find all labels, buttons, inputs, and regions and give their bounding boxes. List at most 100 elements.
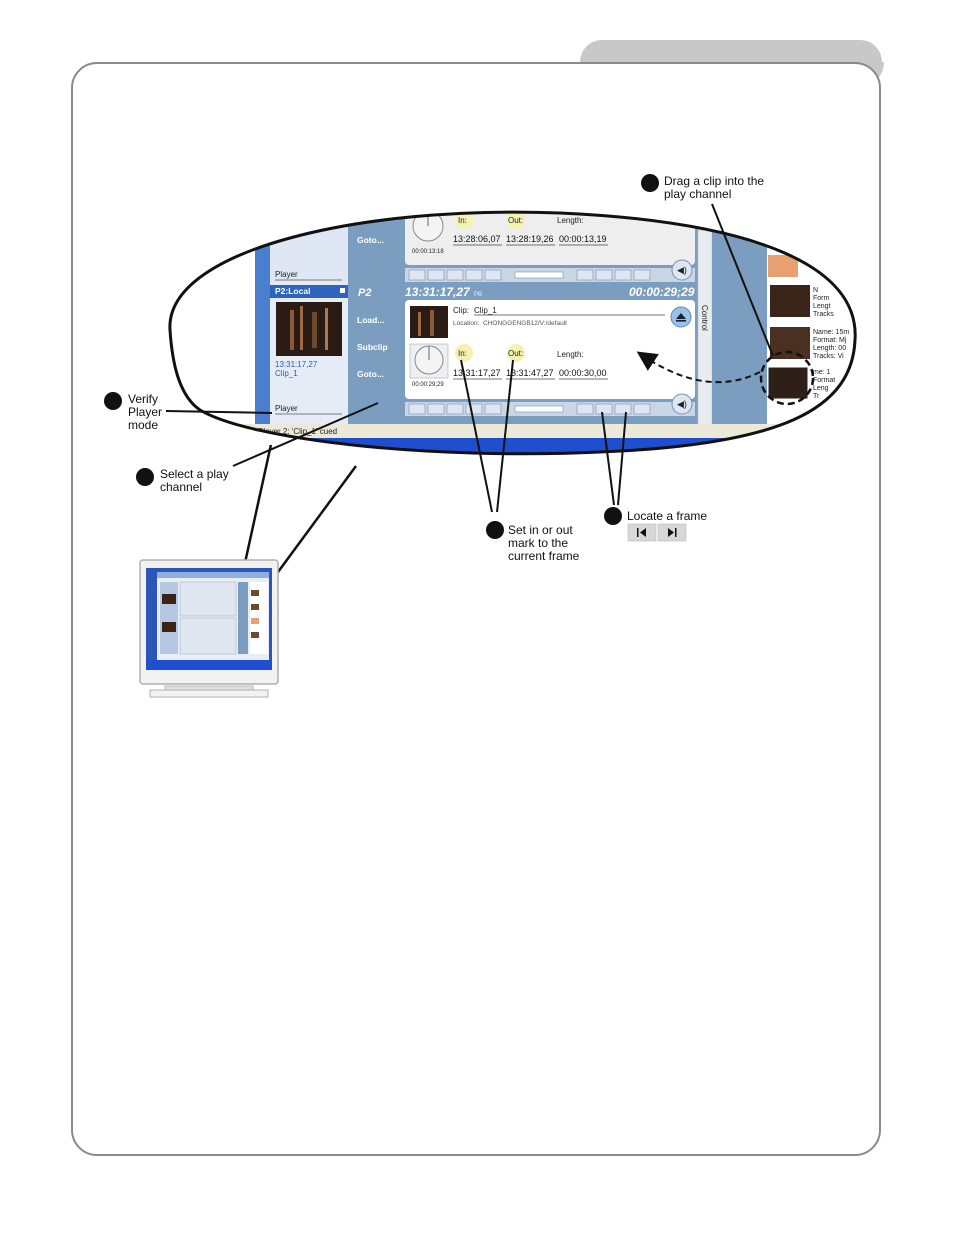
svg-text:N: N [813, 287, 818, 294]
bottom-out-button[interactable] [507, 344, 525, 362]
clip-field[interactable]: Clip_1 [474, 306, 497, 315]
top-in-button[interactable] [455, 211, 473, 229]
status-bar-text: Player 2: 'Clip_1' cued [258, 427, 337, 436]
drag-source-highlight [759, 350, 815, 406]
load-button[interactable]: Load... [357, 315, 384, 325]
top-record-icon[interactable] [484, 269, 502, 281]
bottom-channel-name: P2 [358, 287, 371, 299]
top-step-forward-icon[interactable] [614, 269, 632, 281]
bottom-scrub-slider[interactable] [514, 405, 564, 413]
monitor-illustration [139, 559, 279, 698]
bottom-record-icon[interactable] [484, 403, 502, 415]
bottom-play-icon[interactable] [465, 403, 483, 415]
step-bullet [136, 468, 154, 486]
sidebar-player-label-top[interactable]: Player [275, 270, 298, 279]
in-leader-line [460, 359, 493, 513]
sidebar-channel-maximize-icon[interactable] [340, 288, 345, 293]
step-back-leader-line [601, 411, 615, 506]
out-leader-line [496, 359, 514, 513]
bottom-in-button[interactable] [455, 344, 473, 362]
step-forward-leader-line [617, 411, 627, 506]
top-transport-bar [405, 268, 695, 282]
bin-item[interactable]: me: 1 Format Leng Tr [767, 366, 835, 400]
sidebar-clip-thumbnail[interactable] [276, 302, 342, 356]
locate-frame-callout: Locate a frame [627, 509, 708, 523]
top-rewind-icon[interactable] [408, 269, 426, 281]
bottom-in-timecode[interactable]: 13:31:17,27 [453, 368, 501, 378]
bottom-step-forward-icon[interactable] [614, 403, 632, 415]
bottom-goto-button[interactable]: Goto... [357, 369, 384, 379]
bin-item[interactable]: Name: 15m Format: Mj Length: 00 Tracks: … [770, 327, 849, 360]
bin-item[interactable]: N Form Lengt Tracks [770, 285, 834, 318]
step-bullet [104, 392, 122, 410]
location-value: CHONGGENGB12/V:/default [483, 320, 567, 327]
top-out-timecode[interactable]: 13:28:19,26 [506, 234, 554, 244]
top-audio-icon[interactable] [671, 259, 693, 281]
bottom-go-end-icon[interactable] [633, 403, 651, 415]
svg-text:Lengt: Lengt [813, 303, 831, 310]
top-play-icon[interactable] [465, 269, 483, 281]
verify-player-callout: Verify Player mode [128, 392, 163, 432]
top-scrub-slider[interactable] [514, 271, 564, 279]
select-leader-line [232, 402, 379, 467]
bottom-clip-thumbnail[interactable] [410, 306, 448, 338]
step-bullet [604, 507, 622, 525]
sidebar-clip-name: Clip_1 [275, 369, 298, 378]
bottom-fast-forward-icon[interactable] [446, 403, 464, 415]
bottom-out-label: Out: [508, 349, 523, 358]
sidebar-player-label-bottom[interactable]: Player [275, 404, 298, 413]
bottom-audio-icon[interactable] [671, 393, 693, 415]
step-bullet [641, 174, 659, 192]
top-step-back-icon[interactable] [595, 269, 613, 281]
sidebar-clip-timecode: 13:31:17,27 [275, 360, 318, 369]
step-bullet [486, 521, 504, 539]
zoom-ellipse [168, 210, 857, 456]
bottom-transport-bar [405, 402, 695, 416]
top-fast-forward-icon[interactable] [446, 269, 464, 281]
bottom-position: 00:00:29;29 [412, 382, 444, 388]
bottom-in-label: In: [458, 349, 467, 358]
drag-leader-line [711, 203, 774, 357]
bottom-length-label: Length: [557, 350, 584, 359]
top-out-label: Out: [508, 216, 523, 225]
control-side-tab-label: Control [700, 305, 709, 331]
svg-text:Format: Format [813, 377, 835, 384]
bottom-go-start-icon[interactable] [576, 403, 594, 415]
bottom-out-timecode[interactable]: 13:31:47,27 [506, 368, 554, 378]
subclip-button[interactable]: Subclip [357, 342, 388, 352]
top-stop-icon[interactable] [427, 269, 445, 281]
svg-text:◀): ◀) [677, 399, 687, 409]
svg-text:Tracks: Tracks [813, 311, 834, 318]
svg-text:me: 1: me: 1 [813, 369, 831, 376]
set-in-out-callout: Set in or out mark to the current frame [508, 523, 580, 563]
svg-text:Name: 15m: Name: 15m [813, 329, 849, 336]
top-length-timecode: 00:00:13,19 [559, 234, 607, 244]
status-bar [169, 424, 856, 438]
location-label: Location: [453, 320, 480, 327]
clip-label: Clip: [453, 306, 469, 315]
bottom-channel-duration: 00:00:29;29 [629, 285, 695, 299]
top-in-label: In: [458, 216, 467, 225]
svg-text:Leng: Leng [813, 385, 829, 392]
bottom-step-back-icon[interactable] [595, 403, 613, 415]
bottom-rewind-icon[interactable] [408, 403, 426, 415]
drag-arrow [636, 351, 761, 384]
svg-text:Length: 00: Length: 00 [813, 345, 846, 352]
svg-text:◀): ◀) [677, 265, 687, 275]
sidebar-channel-header[interactable] [270, 285, 348, 298]
svg-text:Form: Form [813, 295, 830, 302]
eject-icon [676, 320, 686, 322]
top-out-button[interactable] [507, 211, 525, 229]
bottom-length-timecode: 00:00:30,00 [559, 368, 607, 378]
top-go-end-icon[interactable] [633, 269, 651, 281]
svg-text:Tracks: Vi: Tracks: Vi [813, 353, 844, 360]
bottom-stop-icon[interactable] [427, 403, 445, 415]
window-edge [255, 212, 270, 425]
zoomed-app-view: Player P2:Local 13:31:17,27 Clip_1 Playe… [169, 211, 856, 454]
top-length-label: Length: [557, 216, 584, 225]
top-go-start-icon[interactable] [576, 269, 594, 281]
top-position: 00:00:13:18 [412, 249, 444, 255]
top-goto-button[interactable]: Goto... [357, 235, 384, 245]
select-channel-callout: Select a play channel [160, 467, 229, 494]
top-in-timecode[interactable]: 13:28:06,07 [453, 234, 501, 244]
